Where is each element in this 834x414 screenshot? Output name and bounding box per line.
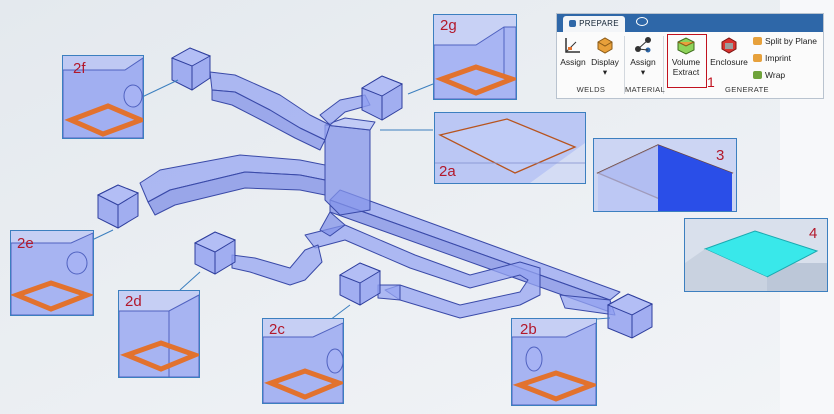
imprint-label: Imprint: [765, 53, 791, 63]
callout-2c: 2c: [262, 318, 344, 404]
wrap-icon: [753, 71, 762, 79]
wrap-button[interactable]: Wrap: [753, 70, 785, 80]
split-by-plane-button[interactable]: Split by Plane: [753, 36, 817, 46]
callout-2e: 2e: [10, 230, 94, 316]
callout-label-3: 3: [716, 147, 725, 164]
duct-terminal-boxes: [96, 47, 654, 339]
volume-extract-icon: [677, 37, 695, 55]
split-by-plane-label: Split by Plane: [765, 36, 817, 46]
callout-label-2b: 2b: [520, 321, 537, 338]
eye-icon: [636, 17, 648, 26]
callout-label-2c: 2c: [269, 321, 285, 338]
ribbon-separator: [624, 36, 625, 94]
group-welds-label: Welds: [576, 85, 606, 94]
step-number-1: 1: [707, 74, 715, 90]
prepare-tab-icon: [569, 20, 577, 27]
callout-label-4: 4: [809, 225, 818, 242]
callout-2a: 2a: [434, 112, 586, 184]
assign-material-label: Assign: [630, 57, 656, 67]
callout-2d: 2d: [118, 290, 200, 378]
imprint-button[interactable]: Imprint: [753, 53, 791, 63]
volume-extract-label-2: Extract: [672, 67, 700, 77]
duct-network: [139, 71, 621, 319]
weld-assign-icon: [565, 38, 580, 53]
callout-label-2g: 2g: [440, 17, 457, 34]
volume-extract-highlight: [667, 34, 707, 88]
assign-welds-button[interactable]: Assign: [559, 35, 587, 67]
display-button[interactable]: Display ▾: [588, 35, 622, 77]
volume-extract-label-1: Volume: [671, 57, 701, 67]
group-material-label: Material: [625, 85, 666, 94]
prepare-ribbon: Prepare Assign Display ▾ Assign ▾ Volume…: [556, 13, 824, 99]
chevron-down-icon: ▾: [640, 67, 646, 77]
callout-2g: 2g: [433, 14, 517, 100]
callout-2f: 2f: [62, 55, 144, 139]
tab-prepare-label: Prepare: [579, 19, 619, 28]
ribbon-separator: [663, 36, 664, 94]
split-icon: [753, 37, 762, 45]
callout-label-2f: 2f: [73, 60, 86, 77]
material-assign-icon: [635, 37, 651, 53]
wrap-label: Wrap: [765, 70, 786, 80]
enclosure-label: Enclosure: [710, 57, 748, 67]
callout-2b: 2b: [511, 318, 597, 406]
callout-3: 3: [593, 138, 737, 212]
callout-label-2d: 2d: [125, 293, 142, 310]
volume-extract-button[interactable]: Volume Extract: [667, 35, 705, 77]
callout-label-2e: 2e: [17, 235, 34, 252]
display-label: Display: [591, 57, 619, 67]
callout-label-2a: 2a: [439, 163, 456, 180]
imprint-icon: [753, 54, 762, 62]
assign-material-button[interactable]: Assign ▾: [627, 35, 659, 77]
group-generate-label: Generate: [725, 85, 769, 94]
enclosure-button[interactable]: Enclosure: [709, 35, 749, 67]
assign-welds-label: Assign: [560, 57, 586, 67]
tab-prepare[interactable]: Prepare: [563, 16, 625, 32]
chevron-down-icon: ▾: [602, 67, 608, 77]
enclosure-icon: [721, 37, 737, 54]
display-icon: [597, 37, 613, 54]
callout-4: 4: [684, 218, 828, 292]
tab-display[interactable]: [631, 16, 653, 32]
